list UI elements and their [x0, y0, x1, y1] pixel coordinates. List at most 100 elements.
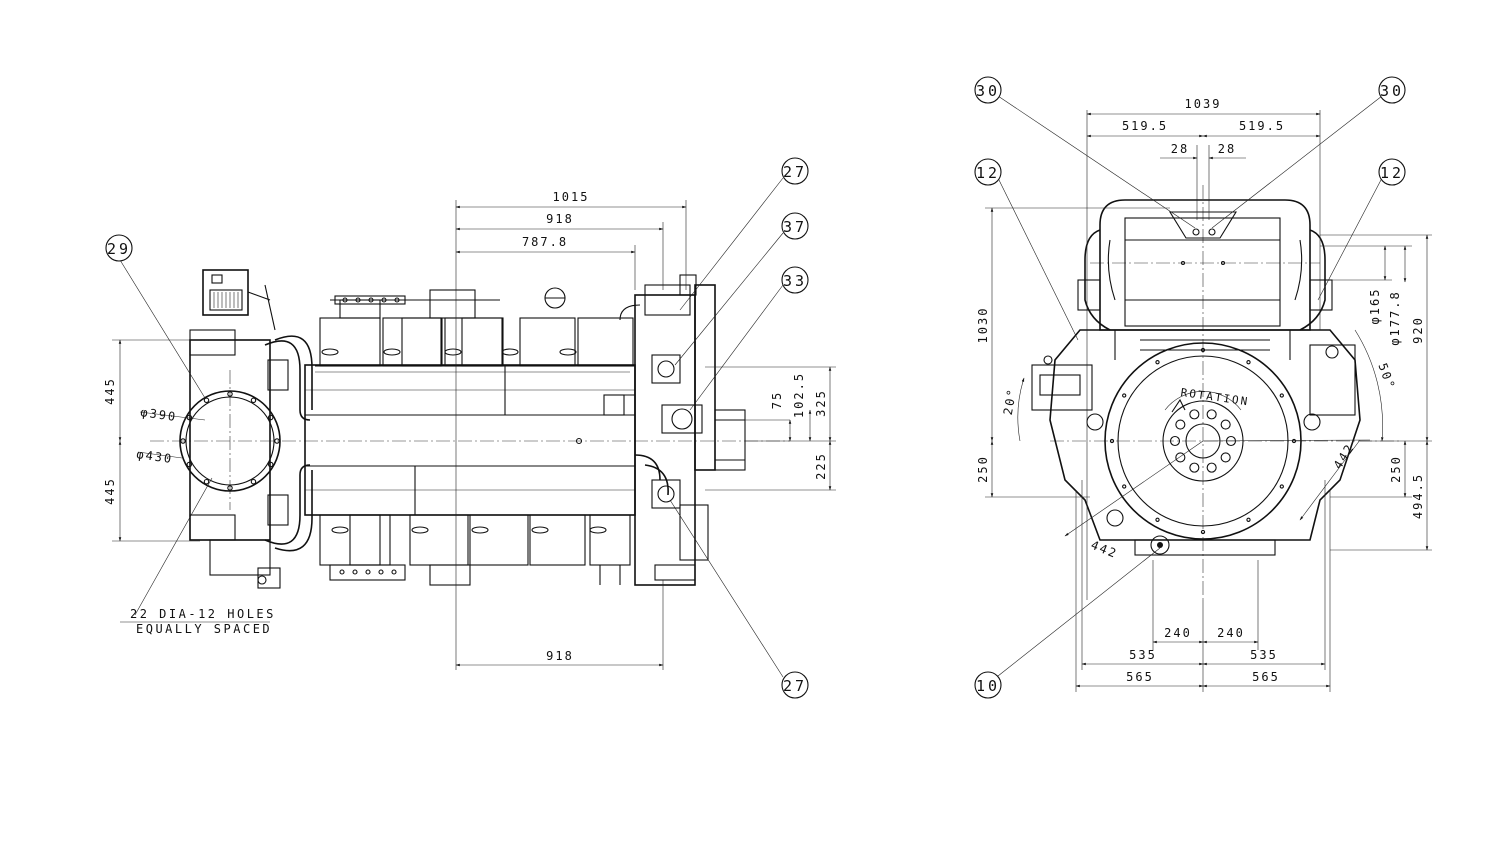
svg-text:27: 27: [783, 163, 807, 181]
dim-535-left: 535: [1129, 648, 1157, 662]
turbo-housing: [1077, 199, 1333, 331]
exhaust-flange: [179, 329, 313, 589]
balloon-10: 10: [974, 671, 1002, 699]
dim-dia-165: φ165: [1368, 288, 1382, 325]
dim-535-right: 535: [1250, 648, 1278, 662]
flywheel-rim-hole: [1122, 484, 1127, 489]
flange-bolt-hole: [250, 397, 257, 404]
dim-dia-390: φ390: [140, 405, 178, 424]
flywheel-rim-hole: [1155, 517, 1160, 522]
svg-text:29: 29: [107, 240, 131, 258]
balloon-33: 33: [781, 266, 809, 294]
flywheel-bolt-hole: [1189, 462, 1200, 473]
flywheel-rim-hole: [1200, 347, 1206, 353]
flange-bolt-hole: [180, 438, 186, 444]
flywheel-bolt-hole: [1189, 409, 1200, 420]
dim-28-left: 28: [1171, 142, 1189, 156]
dim-250-left: 250: [976, 455, 990, 483]
balloon-27-top: 27: [781, 157, 809, 185]
flywheel-bolt-hole: [1175, 452, 1186, 463]
dim-dia-177-8: φ177.8: [1388, 290, 1402, 345]
dim-442-left: 442: [1089, 538, 1120, 561]
flywheel-rim-hole: [1109, 438, 1115, 444]
lower-cylinder-heads: [319, 514, 631, 586]
holes-note-line2: EQUALLY SPACED: [136, 622, 272, 636]
svg-text:33: 33: [783, 272, 807, 290]
svg-text:30: 30: [1380, 82, 1404, 100]
dim-28-right: 28: [1218, 142, 1236, 156]
balloon-30-left: 30: [974, 76, 1002, 104]
dim-240-left: 240: [1164, 626, 1192, 640]
flywheel-bolt-hole: [1206, 462, 1217, 473]
flange-bolt-hole: [203, 397, 210, 404]
dim-494-5: 494.5: [1411, 473, 1425, 519]
flywheel-rim-hole: [1122, 393, 1127, 398]
dim-445-upper: 445: [103, 377, 117, 405]
flywheel-bolt-hole: [1220, 419, 1231, 430]
side-view: 1015 918 787.8 918 445 445 φ390 φ430: [103, 157, 836, 699]
balloon-29: 29: [105, 234, 133, 262]
flange-bolt-hole: [250, 478, 257, 485]
dim-dia-430: φ430: [136, 447, 174, 466]
flywheel-bolt-hole: [1220, 452, 1231, 463]
svg-text:37: 37: [783, 218, 807, 236]
flange-bolt-hole: [267, 414, 274, 421]
dim-102-5: 102.5: [792, 372, 806, 418]
dim-445-lower: 445: [103, 477, 117, 505]
engine-block-front: [1031, 329, 1361, 556]
balloon-27-bottom: 27: [781, 671, 809, 699]
upper-cylinder-heads: [315, 287, 635, 373]
side-leaders: [119, 177, 784, 678]
holes-note-line1: 22 DIA-12 HOLES: [130, 607, 276, 621]
dim-918-bottom: 918: [546, 649, 574, 663]
side-dimensions: 1015 918 787.8 918 445 445 φ390 φ430: [103, 190, 836, 670]
flywheel-housing: [603, 274, 746, 586]
svg-text:27: 27: [783, 677, 807, 695]
flywheel-rim-hole: [1246, 517, 1251, 522]
dim-250-right: 250: [1389, 455, 1403, 483]
dim-920: 920: [1411, 316, 1425, 344]
flywheel-bolt-hole: [1169, 435, 1181, 447]
flywheel-rim-hole: [1246, 360, 1251, 365]
balloon-12-right: 12: [1378, 158, 1406, 186]
dim-75: 75: [770, 391, 784, 409]
flywheel-bolt-hole: [1206, 409, 1217, 420]
flange-bolt-hole: [203, 478, 210, 485]
flywheel-rim-hole: [1279, 484, 1284, 489]
dim-angle-20: 20°: [1001, 386, 1020, 416]
flywheel-rim-hole: [1200, 529, 1206, 535]
front-view: ROTATION 1039 519.5 519.5 28 28: [974, 76, 1432, 699]
rotation-label: ROTATION: [1180, 386, 1250, 408]
svg-text:10: 10: [976, 677, 1000, 695]
dim-519-5-left: 519.5: [1122, 119, 1168, 133]
balloon-37: 37: [781, 212, 809, 240]
dim-787-8: 787.8: [522, 235, 568, 249]
dim-240-right: 240: [1217, 626, 1245, 640]
dim-325: 325: [814, 389, 828, 417]
flywheel-rim-hole: [1291, 438, 1297, 444]
front-leaders: [997, 95, 1383, 677]
balloon-30-right: 30: [1378, 76, 1406, 104]
dim-1030: 1030: [976, 307, 990, 344]
svg-text:30: 30: [976, 82, 1000, 100]
dim-angle-50: 50°: [1375, 361, 1398, 392]
dim-918-top: 918: [546, 212, 574, 226]
dim-1039: 1039: [1185, 97, 1222, 111]
flywheel-bolt-hole: [1175, 419, 1186, 430]
dim-519-5-right: 519.5: [1239, 119, 1285, 133]
dim-565-left: 565: [1126, 670, 1154, 684]
flange-bolt-hole: [274, 438, 280, 444]
dim-565-right: 565: [1252, 670, 1280, 684]
flange-bolt-hole: [227, 391, 233, 397]
dim-442-right: 442: [1331, 441, 1358, 472]
dim-225: 225: [814, 452, 828, 480]
flange-bolt-hole: [186, 461, 193, 468]
svg-text:12: 12: [1380, 164, 1404, 182]
svg-text:12: 12: [976, 164, 1000, 182]
flange-bolt-hole: [227, 485, 233, 491]
dim-1015: 1015: [553, 190, 590, 204]
flywheel-rim-hole: [1279, 393, 1284, 398]
flange-bolt-hole: [267, 461, 274, 468]
balloon-12-left: 12: [974, 158, 1002, 186]
